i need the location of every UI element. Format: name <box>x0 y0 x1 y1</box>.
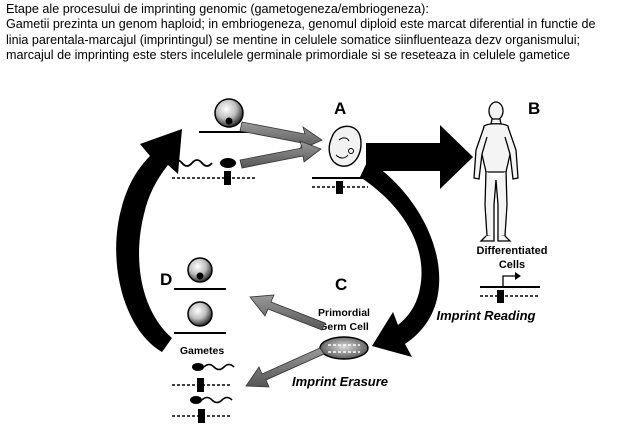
gametes-label: Gametes <box>180 345 225 357</box>
header-line-1: Etape ale procesului de imprinting genom… <box>6 2 429 16</box>
human-figure-icon <box>473 101 519 242</box>
gray-arrow-sperm-to-embryo <box>239 140 322 169</box>
primordial-germ-cell-icon <box>319 336 369 360</box>
gamete-sperm-2 <box>172 396 233 423</box>
imprint-reading-label: Imprint Reading <box>437 308 536 323</box>
primordial-label-line1: Primordial <box>318 307 370 319</box>
label-d: D <box>160 270 172 289</box>
differentiated-chromosome-pair <box>480 272 540 303</box>
label-b: B <box>528 99 540 118</box>
top-egg <box>199 98 257 133</box>
header-line-2: Gametii prezinta un genom haploid; in em… <box>6 17 596 63</box>
primordial-label-line2: Germ Cell <box>319 321 369 333</box>
black-curved-arrow-gametes-to-fertilization <box>116 129 182 352</box>
label-a: A <box>334 99 346 118</box>
embryo-chromosome-pair <box>312 177 368 194</box>
gamete-egg-1 <box>174 257 226 290</box>
black-curved-arrow-to-germ-cell <box>360 160 440 357</box>
differentiated-label-line1: Differentiated <box>477 245 548 257</box>
gamete-egg-2 <box>174 301 226 334</box>
gray-arrow-germ-cell-to-eggs <box>249 294 326 331</box>
header-text: Etape ale procesului de imprinting genom… <box>6 2 618 64</box>
label-c: C <box>335 275 347 294</box>
differentiated-label-line2: Cells <box>499 259 525 271</box>
gray-arrow-germ-cell-to-sperm <box>245 347 325 388</box>
imprint-erasure-label: Imprint Erasure <box>292 374 388 389</box>
black-arrow-a-to-b <box>366 125 473 189</box>
embryo-icon <box>328 125 362 167</box>
gamete-sperm-1 <box>172 363 235 392</box>
